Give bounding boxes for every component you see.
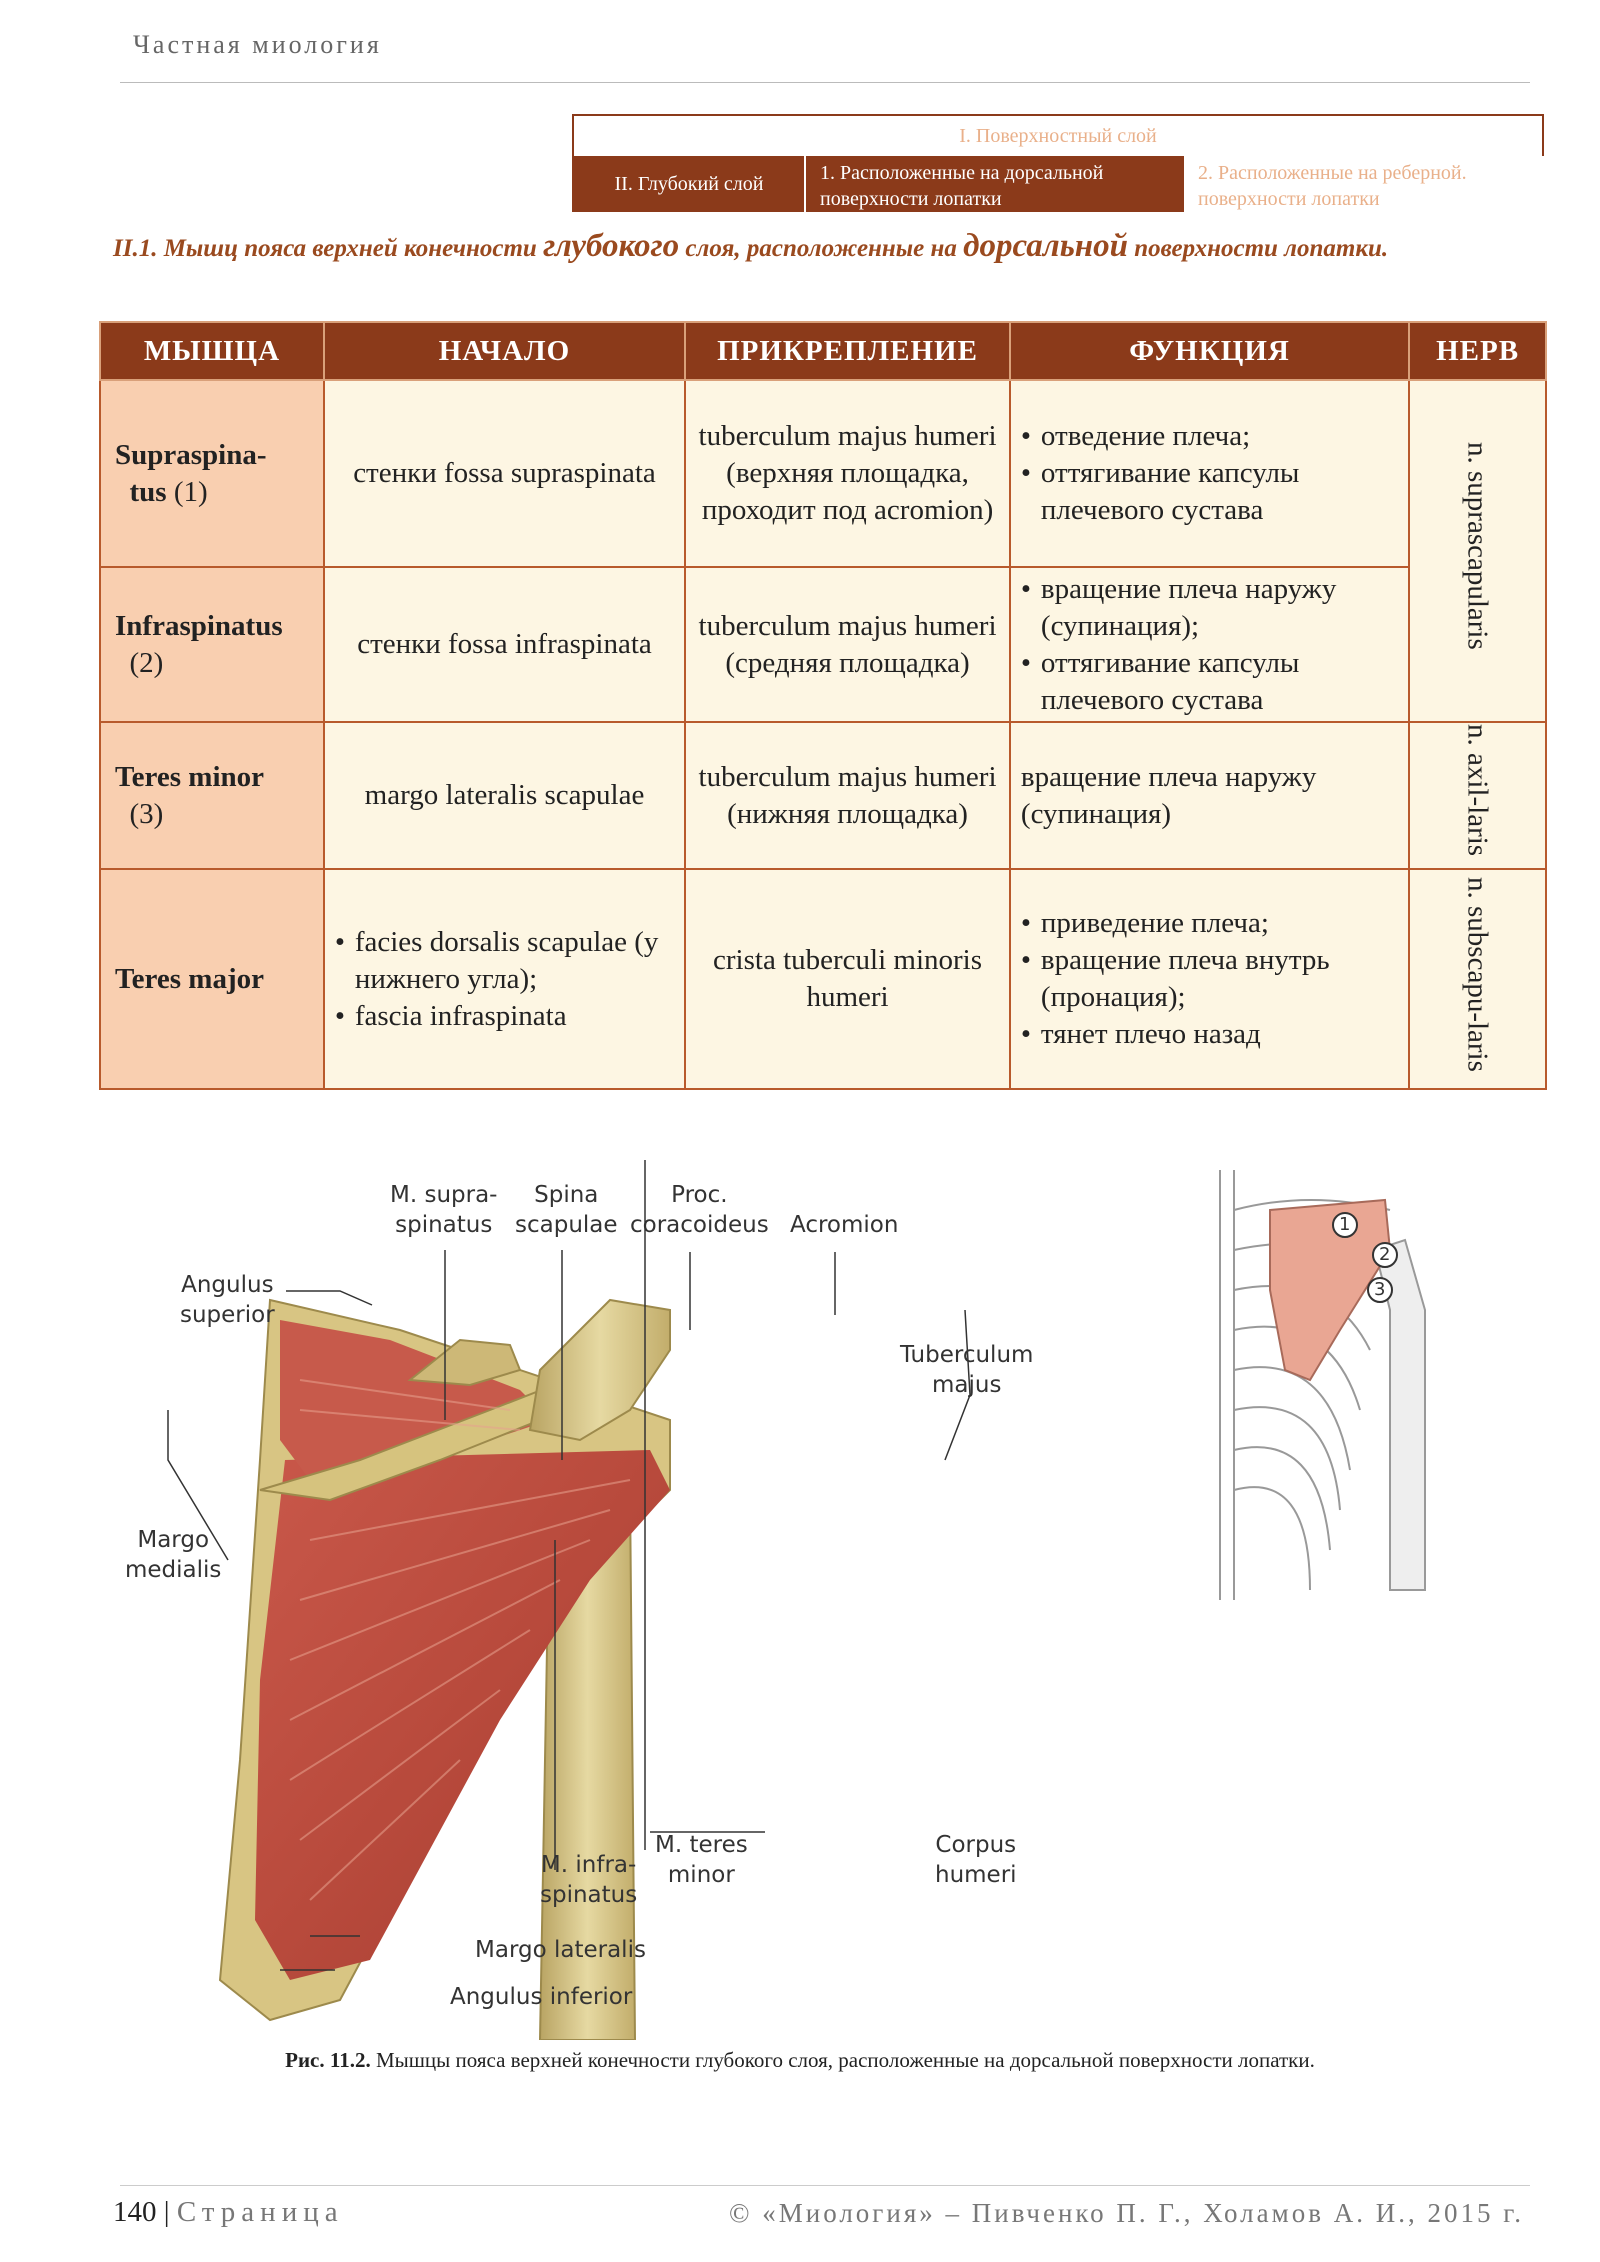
table-row: Teres major facies dorsalis scapulae (у …: [99, 868, 1547, 1090]
callout-2: 2: [1379, 1244, 1391, 1265]
origin-cell: facies dorsalis scapulae (у нижнего угла…: [322, 868, 687, 1090]
insertion-cell: tuberculum majus humeri (верхняя площадк…: [684, 379, 1011, 568]
origin-cell: стенки fossa supraspinata: [322, 379, 687, 568]
heading-emph-2: дорсальной: [963, 228, 1128, 264]
label-supraspinatus: M. supra-spinatus: [390, 1182, 498, 1238]
page-number: 140 | Страница: [113, 2196, 344, 2228]
nerve-cell: n. axil-laris: [1408, 721, 1547, 870]
col-header-muscle: МЫШЦА: [99, 321, 325, 381]
col-header-nerve: НЕРВ: [1408, 321, 1547, 381]
footer-divider: [120, 2185, 1530, 2186]
inset-drawing: [1219, 1170, 1426, 1600]
function-cell: приведение плеча;вращение плеча внутрь (…: [1008, 868, 1411, 1090]
table-row: Teres minor (3) margo lateralis scapulae…: [99, 721, 1547, 870]
label-acromion: Acromion: [790, 1212, 899, 1238]
callout-3: 3: [1374, 1279, 1386, 1300]
col-header-function: ФУНКЦИЯ: [1008, 321, 1411, 381]
muscle-cell: Infraspinatus (2): [99, 566, 325, 723]
heading-emph-1: глубокого: [543, 228, 680, 264]
muscle-cell: Teres major: [99, 868, 325, 1090]
section-heading: II.1. Мышц пояса верхней конечности глуб…: [113, 228, 1528, 267]
function-cell: вращение плеча наружу (супинация);оттяги…: [1008, 566, 1411, 723]
nerve-cell: n. suprascapularis: [1408, 379, 1547, 723]
section-navigator: I. Поверхностный слой II. Глубокий слой …: [572, 114, 1544, 212]
nav-costal-surface[interactable]: 2. Расположенные на реберной. поверхност…: [1184, 156, 1544, 212]
nav-dorsal-surface[interactable]: 1. Расположенные на дорсальной поверхнос…: [804, 156, 1184, 212]
scapula-drawing: [167, 1160, 971, 2041]
col-header-origin: НАЧАЛО: [322, 321, 687, 381]
function-cell: вращение плеча наружу (супинация): [1008, 721, 1411, 870]
origin-cell: margo lateralis scapulae: [322, 721, 687, 870]
table-header-row: МЫШЦА НАЧАЛО ПРИКРЕПЛЕНИЕ ФУНКЦИЯ НЕРВ: [99, 321, 1547, 381]
label-proc-coracoideus: Proc.coracoideus: [630, 1182, 769, 1238]
heading-mid: слоя, расположенные на: [679, 235, 964, 262]
callouts: [1332, 1212, 1398, 1303]
table-row: Infraspinatus (2) стенки fossa infraspin…: [99, 566, 1546, 723]
header-divider: [120, 82, 1530, 83]
inset-skeleton-illustration: 1 2 3: [1190, 1170, 1480, 1600]
muscle-cell: Supraspina- tus (1): [99, 379, 325, 568]
table-row: Supraspina- tus (1) стенки fossa suprasp…: [99, 379, 1547, 723]
figure-caption: Рис. 11.2. Мышцы пояса верхней конечност…: [285, 2048, 1315, 2072]
function-cell: отведение плеча;оттягивание капсулы плеч…: [1008, 379, 1411, 568]
insertion-cell: crista tuberculi minoris humeri: [684, 868, 1011, 1090]
heading-prefix: II.1. Мышц пояса верхней конечности: [113, 235, 544, 262]
running-header: Частная миология: [133, 30, 382, 59]
nav-superficial-layer[interactable]: I. Поверхностный слой: [574, 116, 1542, 157]
label-infraspinatus: M. infra-spinatus: [540, 1852, 638, 1908]
label-margo-lateralis: Margo lateralis: [475, 1937, 646, 1963]
muscle-table: МЫШЦА НАЧАЛО ПРИКРЕПЛЕНИЕ ФУНКЦИЯ НЕРВ S…: [99, 321, 1547, 1090]
heading-suffix: поверхности лопатки.: [1127, 235, 1389, 262]
col-header-insertion: ПРИКРЕПЛЕНИЕ: [684, 321, 1011, 381]
nerve-cell: n. subscapu-laris: [1408, 868, 1547, 1090]
copyright: © «Миология» – Пивченко П. Г., Холамов А…: [728, 2198, 1524, 2228]
nav-deep-layer[interactable]: II. Глубокий слой: [574, 156, 804, 212]
callout-1: 1: [1339, 1214, 1351, 1235]
label-angulus-inferior: Angulus inferior: [450, 1984, 633, 2010]
insertion-cell: tuberculum majus humeri (средняя площадк…: [684, 566, 1011, 723]
muscle-cell: Teres minor (3): [99, 721, 325, 870]
insertion-cell: tuberculum majus humeri (нижняя площадка…: [684, 721, 1011, 870]
origin-cell: стенки fossa infraspinata: [322, 566, 687, 723]
